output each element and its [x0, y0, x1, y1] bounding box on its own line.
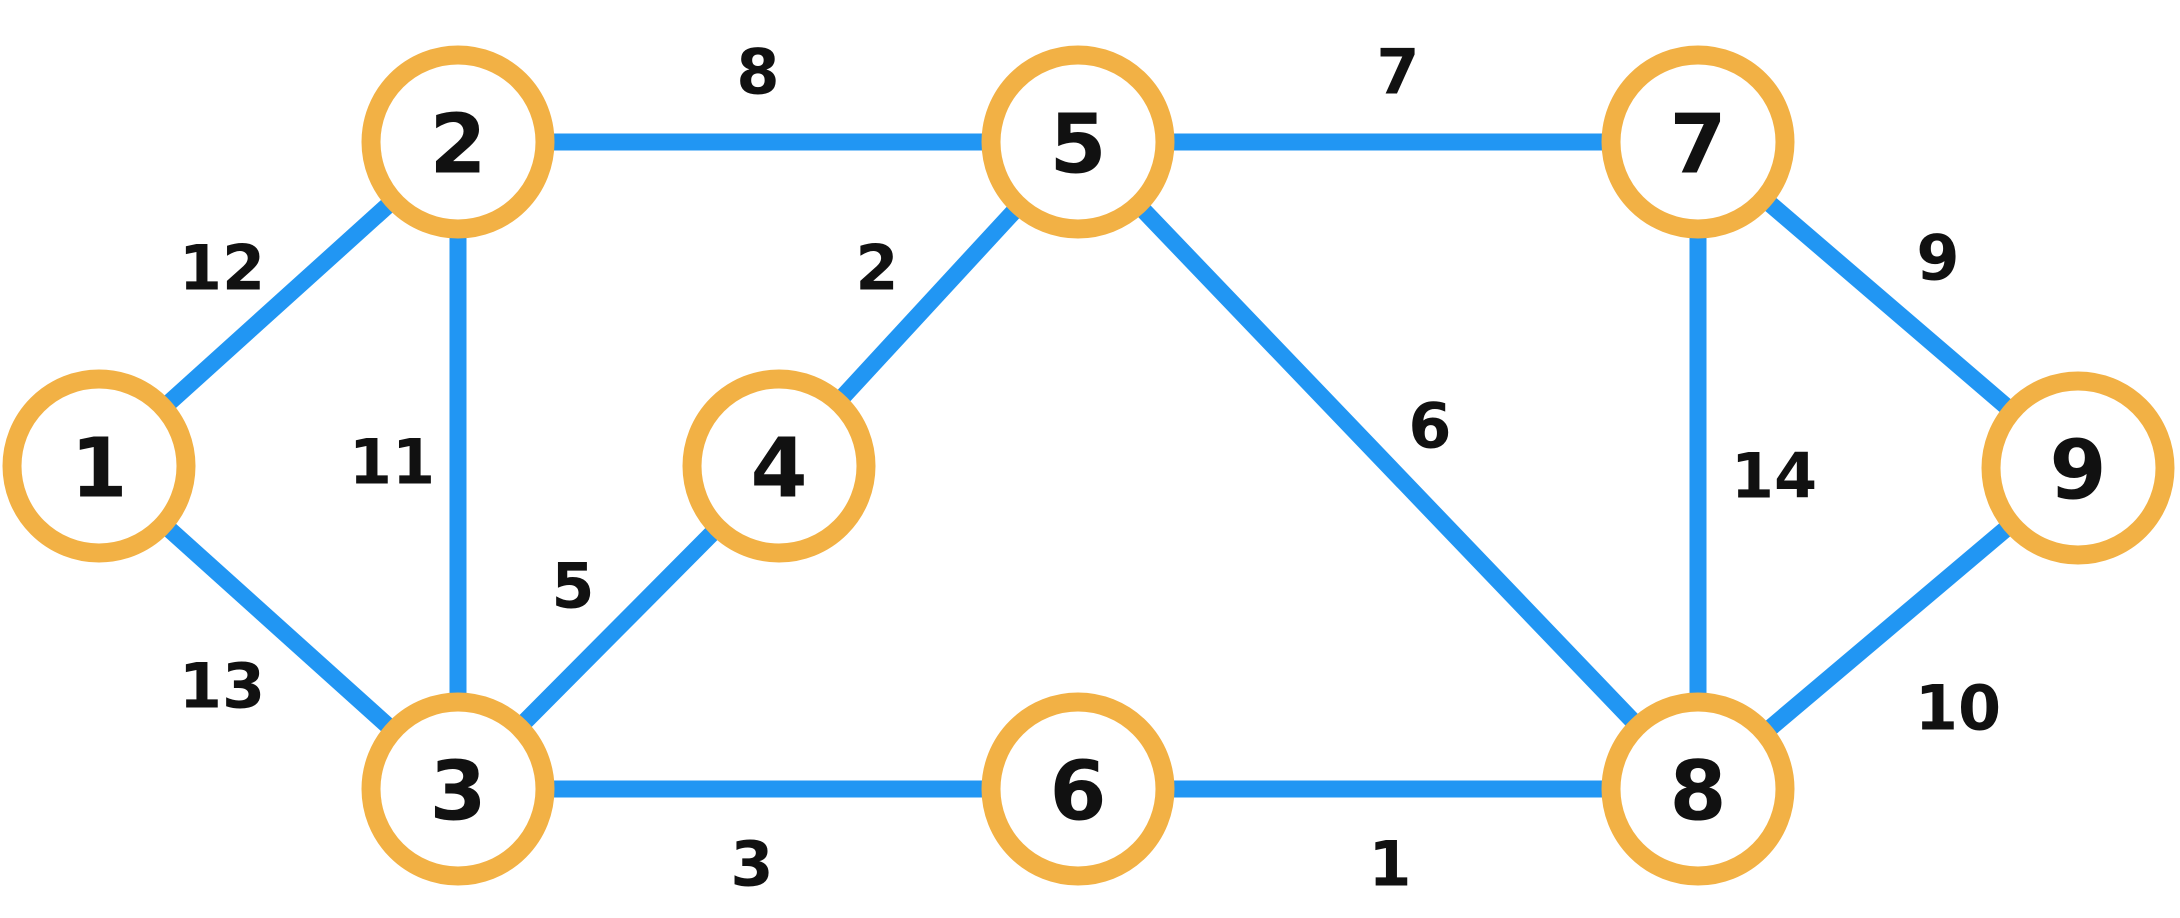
node-circle-3 — [361, 692, 555, 886]
node-5: 5 — [981, 45, 1175, 239]
node-circle-7 — [1601, 45, 1795, 239]
edge-weight-7-9: 9 — [1916, 222, 1959, 295]
node-circle-2 — [361, 45, 555, 239]
node-label-7: 7 — [1669, 98, 1726, 193]
edge-weight-7-8: 14 — [1731, 440, 1817, 513]
node-label-9: 9 — [2049, 424, 2106, 519]
node-4: 4 — [682, 369, 876, 563]
node-label-5: 5 — [1049, 98, 1106, 193]
node-8: 8 — [1601, 692, 1795, 886]
edge-weight-2-5: 8 — [736, 36, 779, 109]
node-2: 2 — [361, 45, 555, 239]
edge-weight-5-7: 7 — [1376, 36, 1419, 109]
node-circle-6 — [981, 692, 1175, 886]
edge-weight-8-9: 10 — [1915, 672, 2001, 745]
node-label-1: 1 — [70, 422, 127, 517]
node-7: 7 — [1601, 45, 1795, 239]
node-circle-1 — [2, 369, 196, 563]
edge-weight-5-8: 6 — [1408, 390, 1451, 463]
node-label-6: 6 — [1049, 745, 1106, 840]
edge-weight-3-6: 3 — [730, 828, 773, 901]
edge-weight-1-2: 12 — [179, 232, 265, 305]
node-circle-8 — [1601, 692, 1795, 886]
node-6: 6 — [981, 692, 1175, 886]
node-label-4: 4 — [750, 422, 807, 517]
node-9: 9 — [1981, 371, 2175, 565]
node-circle-4 — [682, 369, 876, 563]
node-1: 1 — [2, 369, 196, 563]
edge-weight-4-5: 2 — [855, 232, 898, 305]
node-label-3: 3 — [429, 745, 486, 840]
node-3: 3 — [361, 692, 555, 886]
edge-5-8 — [1071, 136, 1705, 795]
edge-weight-1-3: 13 — [179, 650, 265, 723]
edge-weight-6-8: 1 — [1368, 828, 1411, 901]
node-circle-5 — [981, 45, 1175, 239]
node-circle-9 — [1981, 371, 2175, 565]
edge-weight-2-3: 11 — [349, 426, 435, 499]
node-label-2: 2 — [429, 98, 486, 193]
node-label-8: 8 — [1669, 745, 1726, 840]
edge-weights-layer: 12 13 11 8 5 3 2 7 6 1 14 9 10 — [179, 36, 2001, 901]
edge-weight-3-4: 5 — [551, 550, 594, 623]
